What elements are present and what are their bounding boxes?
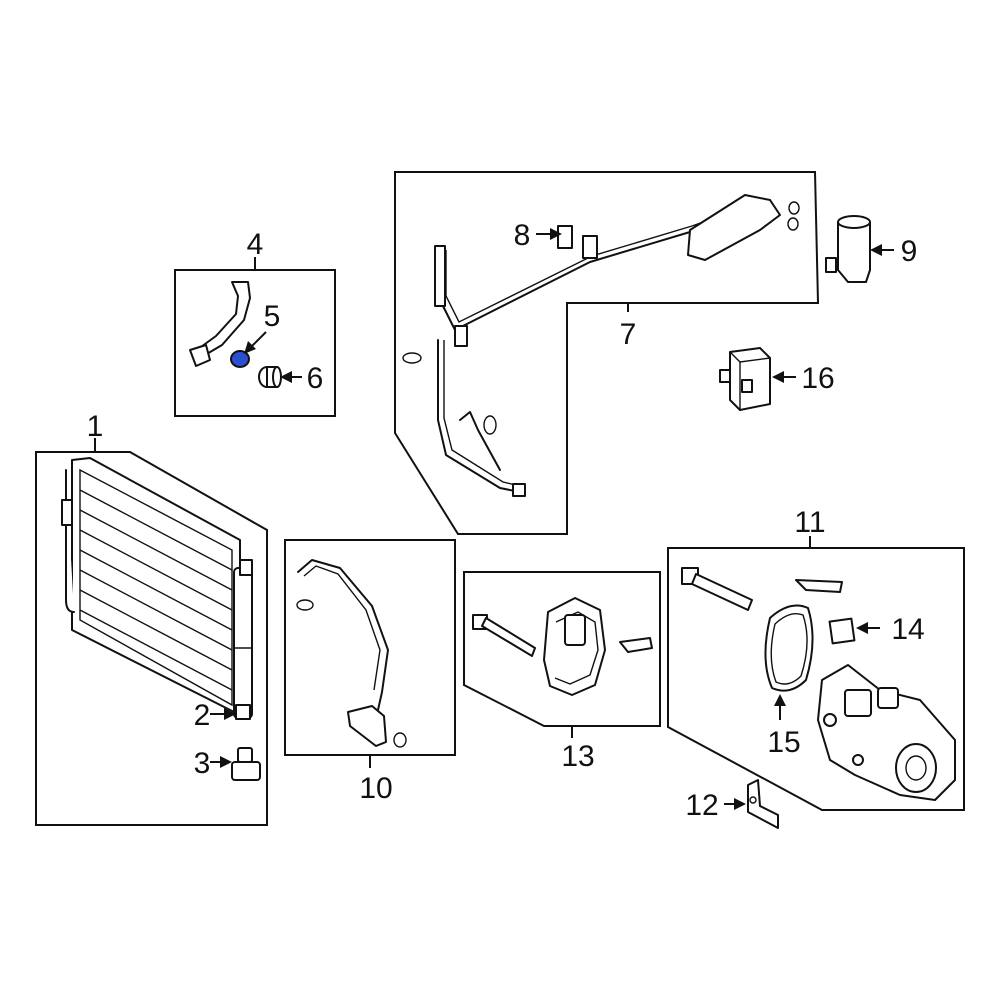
condenser-core [61,457,241,716]
callout-15: 15 [767,694,801,759]
svg-text:15: 15 [767,726,800,759]
callout-3: 3 [194,747,232,780]
receiver-drier [233,559,253,720]
svg-text:3: 3 [194,747,211,780]
callout-8: 8 [514,219,562,252]
frame-compressor [667,547,965,811]
callout-12: 12 [685,789,746,822]
svg-text:4: 4 [247,228,264,261]
hose-routing [402,194,800,497]
compressor-body [817,664,956,801]
compressor-gasket [764,604,814,692]
svg-text:7: 7 [620,318,637,351]
svg-text:16: 16 [801,362,834,395]
clutch-bolt [472,614,536,657]
svg-text:11: 11 [794,506,825,539]
group-compressor [667,547,965,811]
svg-text:13: 13 [561,740,594,773]
compressor-bolt [681,567,753,611]
group-condenser [35,451,268,826]
frame-hose-assembly [394,171,820,535]
callout-5: 5 [244,300,280,354]
svg-text:10: 10 [359,772,392,805]
callout-14: 14 [856,613,925,646]
svg-text:9: 9 [901,235,918,268]
svg-text:5: 5 [264,300,281,333]
callout-9: 9 [870,235,917,268]
discharge-hose [297,559,389,711]
callout-7: 7 [620,303,637,351]
clutch-clip [619,637,653,653]
callout-11: 11 [794,506,826,548]
callout-16: 16 [772,362,835,395]
o-ring-highlighted [230,350,250,368]
valve-block [719,347,771,411]
callout-13: 13 [561,726,595,773]
frame-condenser [35,451,268,826]
svg-text:8: 8 [514,219,531,252]
clutch-coil [543,597,606,696]
svg-text:12: 12 [685,789,718,822]
compressor-gasket-square [828,617,856,645]
svg-text:1: 1 [87,410,104,443]
callout-4: 4 [247,228,264,270]
frame-clutch [463,571,661,727]
group-discharge-hose [284,539,456,756]
callout-1: 1 [87,410,104,452]
bracket [747,779,779,829]
pipe-cap [258,366,282,388]
accumulator [825,215,871,283]
compressor-clip [795,579,843,593]
svg-text:14: 14 [891,613,924,646]
group-discharge-pipe [174,269,336,417]
callout-10: 10 [359,755,393,805]
svg-text:6: 6 [307,362,324,395]
group-clutch [463,571,661,727]
group-hose-assembly [394,171,820,535]
drier-plug [231,747,261,781]
callout-2: 2 [194,699,236,732]
svg-text:2: 2 [194,699,211,732]
callout-6: 6 [280,362,323,395]
